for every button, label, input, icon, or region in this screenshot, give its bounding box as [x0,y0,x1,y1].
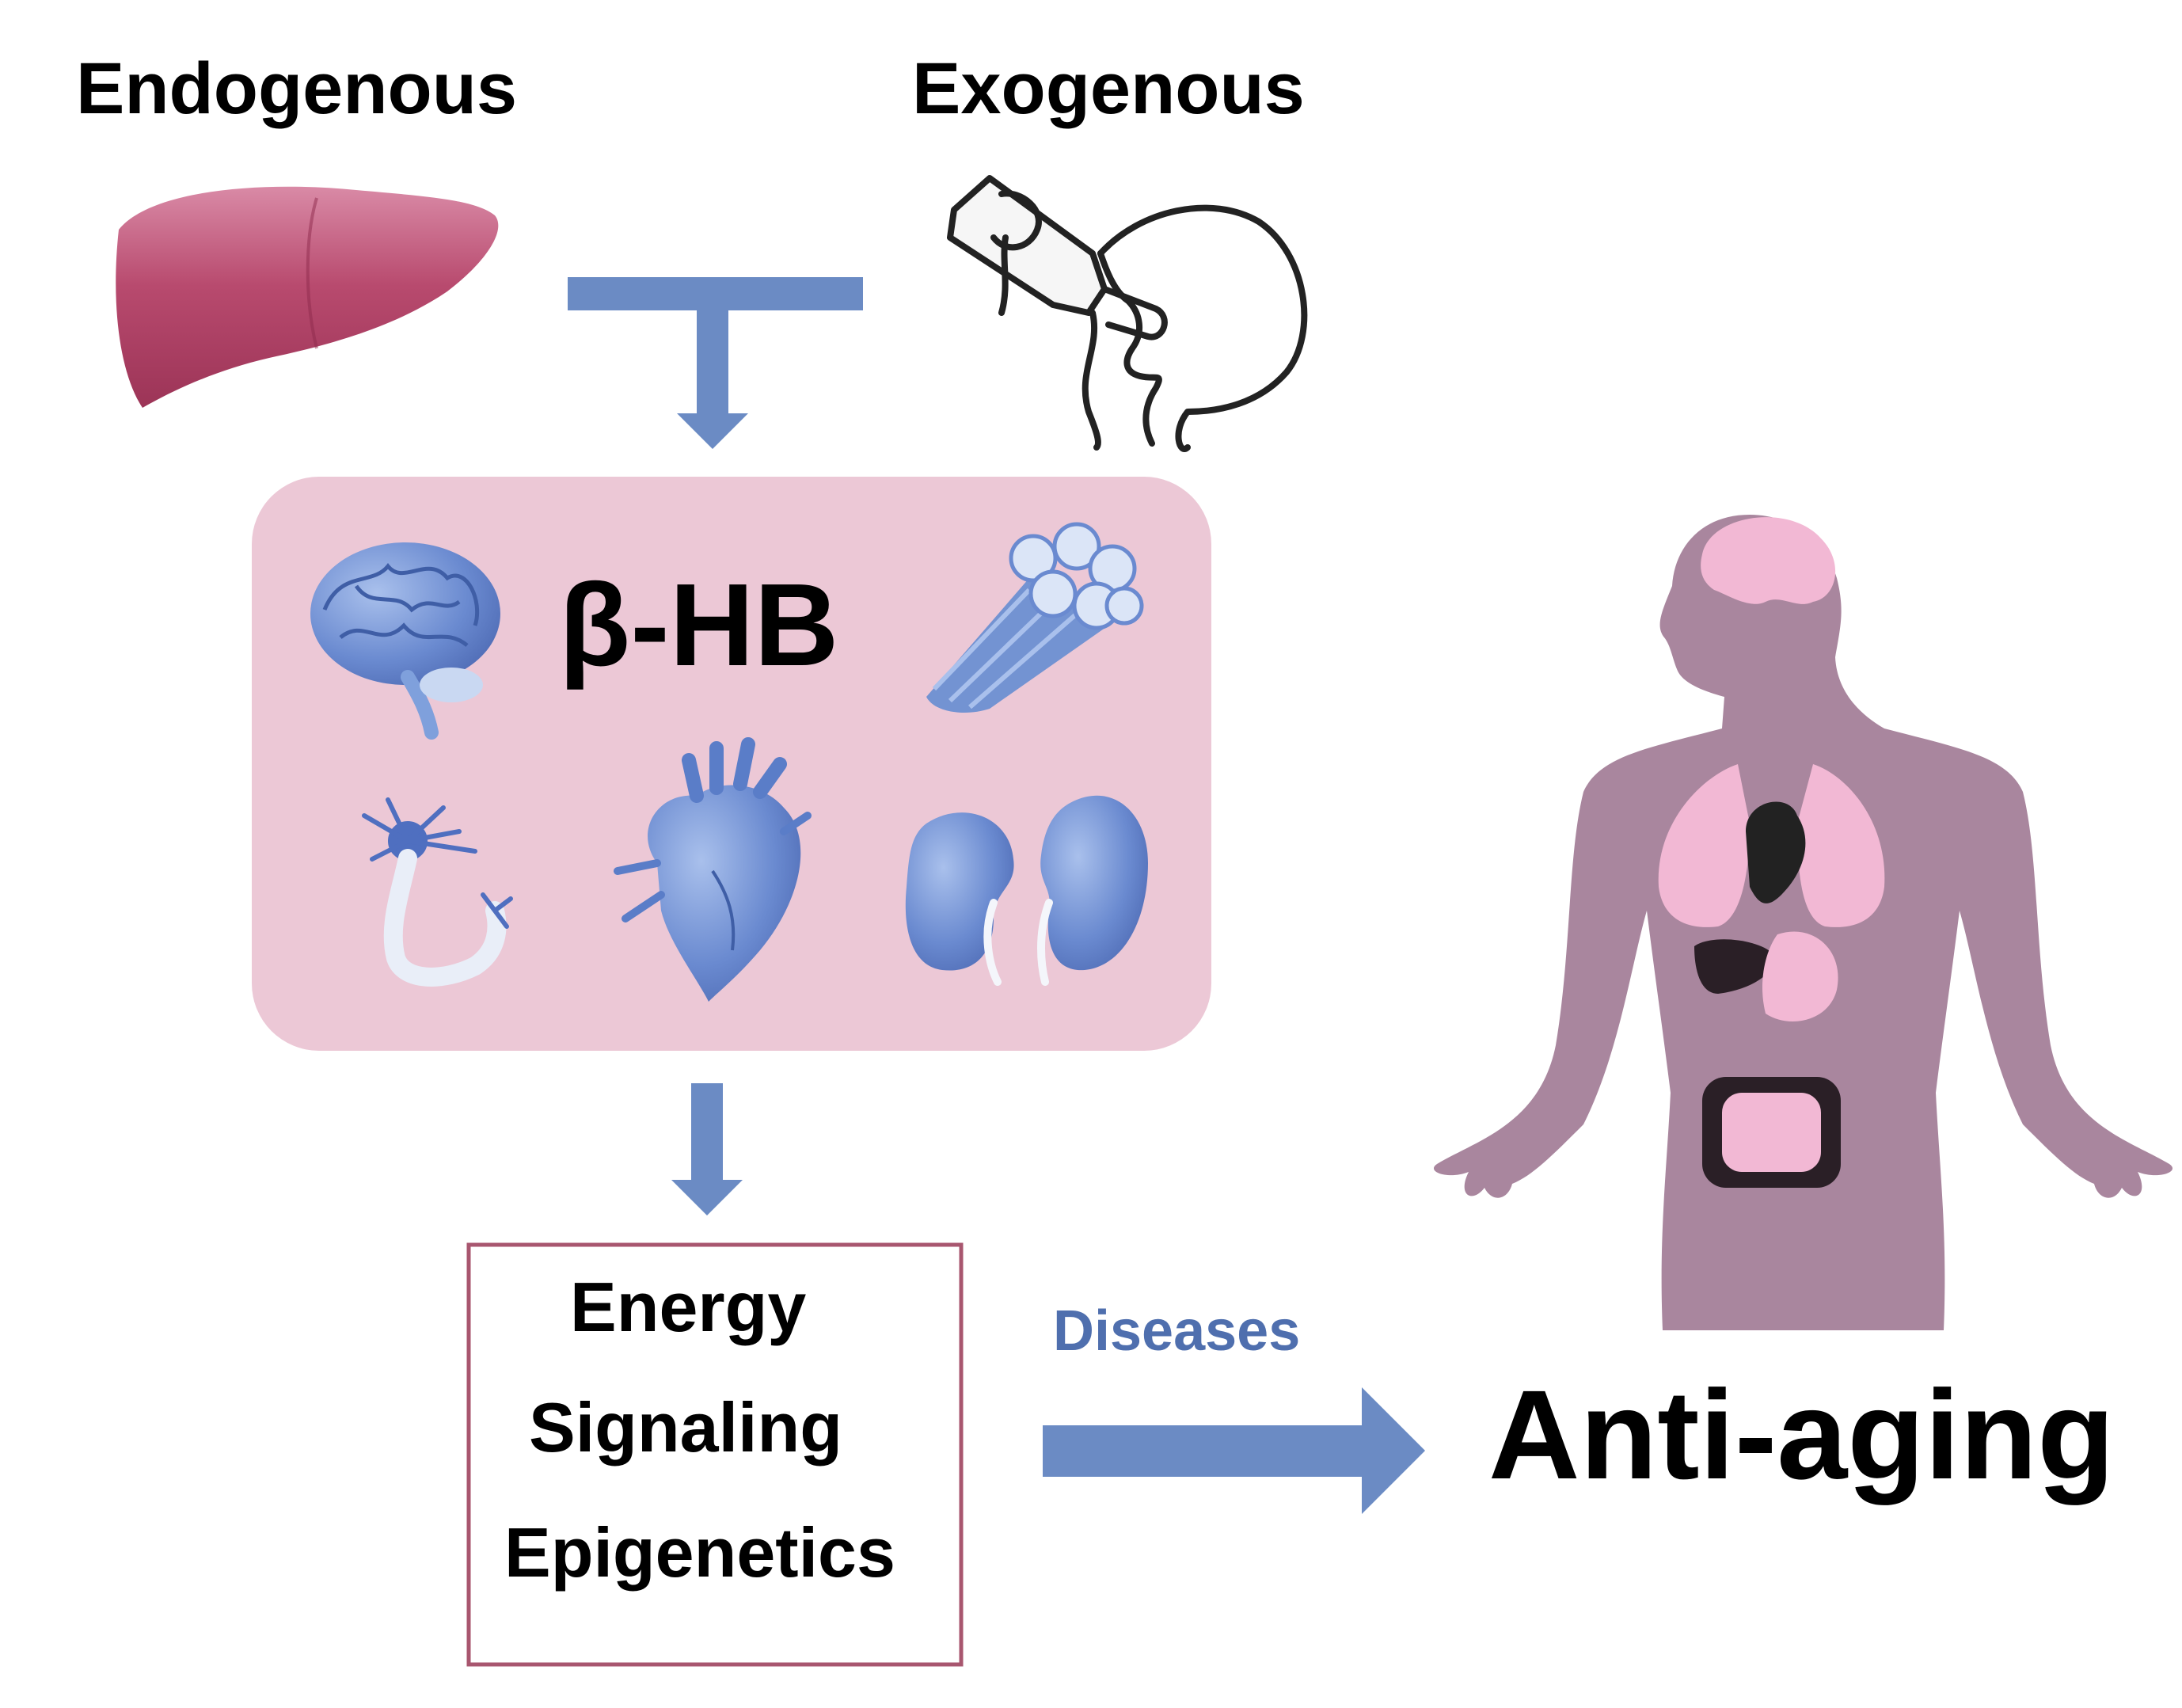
brain-icon [310,542,500,740]
muscle-fiber-icon [926,522,1144,713]
heart-icon [614,737,812,1002]
neuron-icon [362,797,513,987]
diseases-arrow [1043,1387,1425,1514]
anti-aging-label: Anti-aging [1488,1364,2115,1505]
outcome-energy: Energy [570,1268,807,1346]
liver-icon [116,186,499,408]
down-arrow [671,1083,743,1215]
outcome-epigenetics: Epigenetics [504,1513,895,1592]
human-body-figure [1433,515,2173,1330]
exogenous-label: Exogenous [912,48,1305,129]
drinking-person-icon [947,175,1308,452]
merge-arrow [568,277,863,449]
endogenous-label: Endogenous [76,48,518,129]
beta-hb-label: β-HB [559,560,839,690]
diseases-label: Diseases [1053,1299,1301,1363]
outcome-signaling: Signaling [529,1388,842,1466]
outcomes-box [466,1242,964,1667]
kidneys-icon [905,795,1148,986]
